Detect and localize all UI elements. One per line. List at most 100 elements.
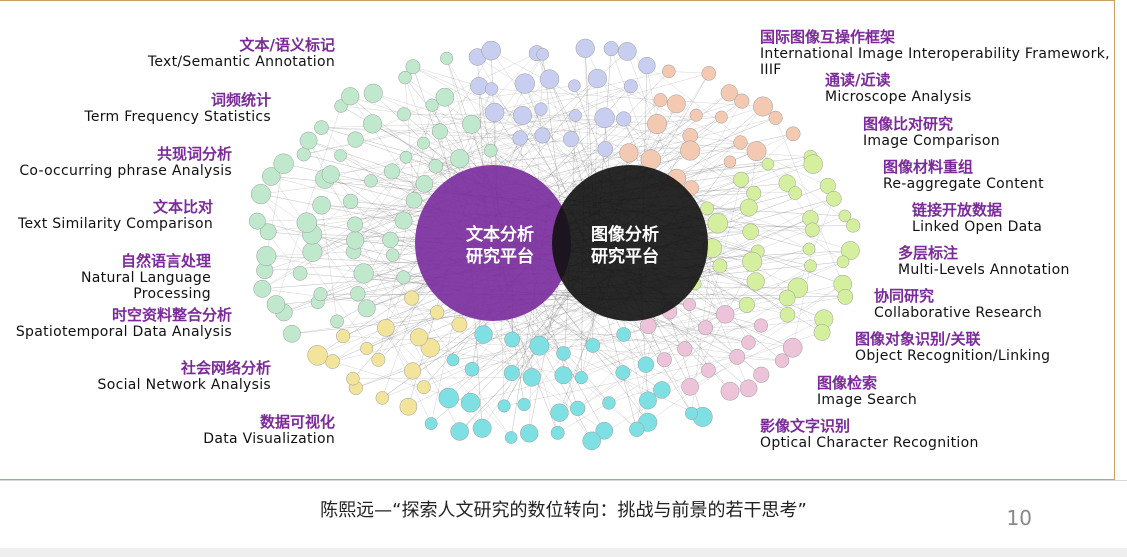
label-zh: 文本/语义标记 [148,37,335,54]
network-node [376,391,389,404]
network-node [715,111,727,123]
network-node [372,353,385,366]
label-object-recognition: 图像对象识别/关联 Object Recognition/Linking [855,331,1050,364]
label-image-comparison: 图像比对研究 Image Comparison [863,116,1000,149]
network-node [617,327,631,341]
network-node [436,88,454,106]
label-linked-open-data: 链接开放数据 Linked Open Data [912,202,1042,235]
network-node [354,264,374,284]
network-node [698,320,712,334]
label-en: Multi-Levels Annotation [898,262,1070,278]
network-node [740,199,757,216]
network-node [274,154,294,174]
network-node [406,192,422,208]
network-node [662,65,675,78]
network-node [685,407,698,420]
network-node [518,398,531,411]
label-collaborative: 协同研究 Collaborative Research [874,288,1042,321]
network-node [425,417,437,429]
network-node [733,172,748,187]
network-node [313,196,331,214]
network-node [523,369,541,387]
network-node [708,213,728,233]
network-node [482,41,501,60]
network-node [485,103,504,122]
label-co-occurring-phrase: 共现词分析 Co-occurring phrase Analysis [19,146,232,179]
network-node [520,424,538,442]
label-en: Social Network Analysis [98,377,271,393]
network-node [485,83,498,96]
network-node [343,194,358,209]
label-zh: 国际图像互操作框架 [760,29,1127,46]
network-node [602,396,615,409]
network-node [515,74,535,94]
network-node [837,256,849,268]
network-node [682,378,699,395]
label-zh: 图像材料重组 [883,159,1044,176]
network-node [341,88,359,106]
label-zh: 社会网络分析 [98,360,271,377]
network-node [616,365,630,379]
network-node [804,260,816,272]
network-node [721,382,739,400]
network-node [724,156,736,168]
network-node [314,121,328,135]
label-en: Collaborative Research [874,305,1042,321]
network-node [639,392,656,409]
label-term-frequency: 词频统计 Term Frequency Statistics [84,92,271,125]
network-node [334,149,346,161]
network-node [400,151,412,163]
network-node [363,115,382,134]
network-node [680,141,699,160]
label-zh: 链接开放数据 [912,202,1042,219]
network-node [734,136,748,150]
network-node [653,382,670,399]
network-node [451,423,469,441]
network-node [683,298,695,310]
network-node [429,159,443,173]
network-node [667,95,685,113]
label-en: Optical Character Recognition [760,435,979,451]
network-node [447,354,459,366]
label-en: Text/Semantic Annotation [148,54,335,70]
network-node [314,287,328,301]
network-node [330,315,343,328]
image-platform-label-line1: 图像分析 [591,224,659,245]
network-node [430,305,444,319]
network-node [805,223,819,237]
network-node [293,266,307,280]
network-node [336,329,350,343]
network-node [629,422,644,437]
network-node [616,112,631,127]
network-node [747,273,765,291]
network-node [410,329,427,346]
network-node [690,109,702,121]
network-node [846,219,860,233]
network-node [638,357,654,373]
network-node [297,148,311,162]
network-node [803,243,815,255]
network-node [360,342,372,354]
network-node [753,367,769,383]
network-node [779,290,795,306]
network-node [417,137,429,149]
network-node [595,108,615,128]
network-node [598,141,613,156]
label-spatiotemporal: 时空资料整合分析 Spatiotemporal Data Analysis [16,307,232,340]
network-node [769,111,783,125]
network-node [404,363,421,380]
image-platform-label-line2: 研究平台 [591,246,659,267]
label-zh: 多层标注 [898,245,1070,262]
network-node [450,149,468,167]
label-zh: 共现词分析 [19,146,232,163]
network-node [417,381,430,394]
network-node [504,332,519,347]
network-node [730,349,745,364]
network-node [384,164,400,180]
network-node [473,419,491,437]
network-node [568,80,580,92]
network-node [346,372,359,385]
network-node [747,142,766,161]
network-node [400,398,417,415]
network-node [713,259,727,273]
